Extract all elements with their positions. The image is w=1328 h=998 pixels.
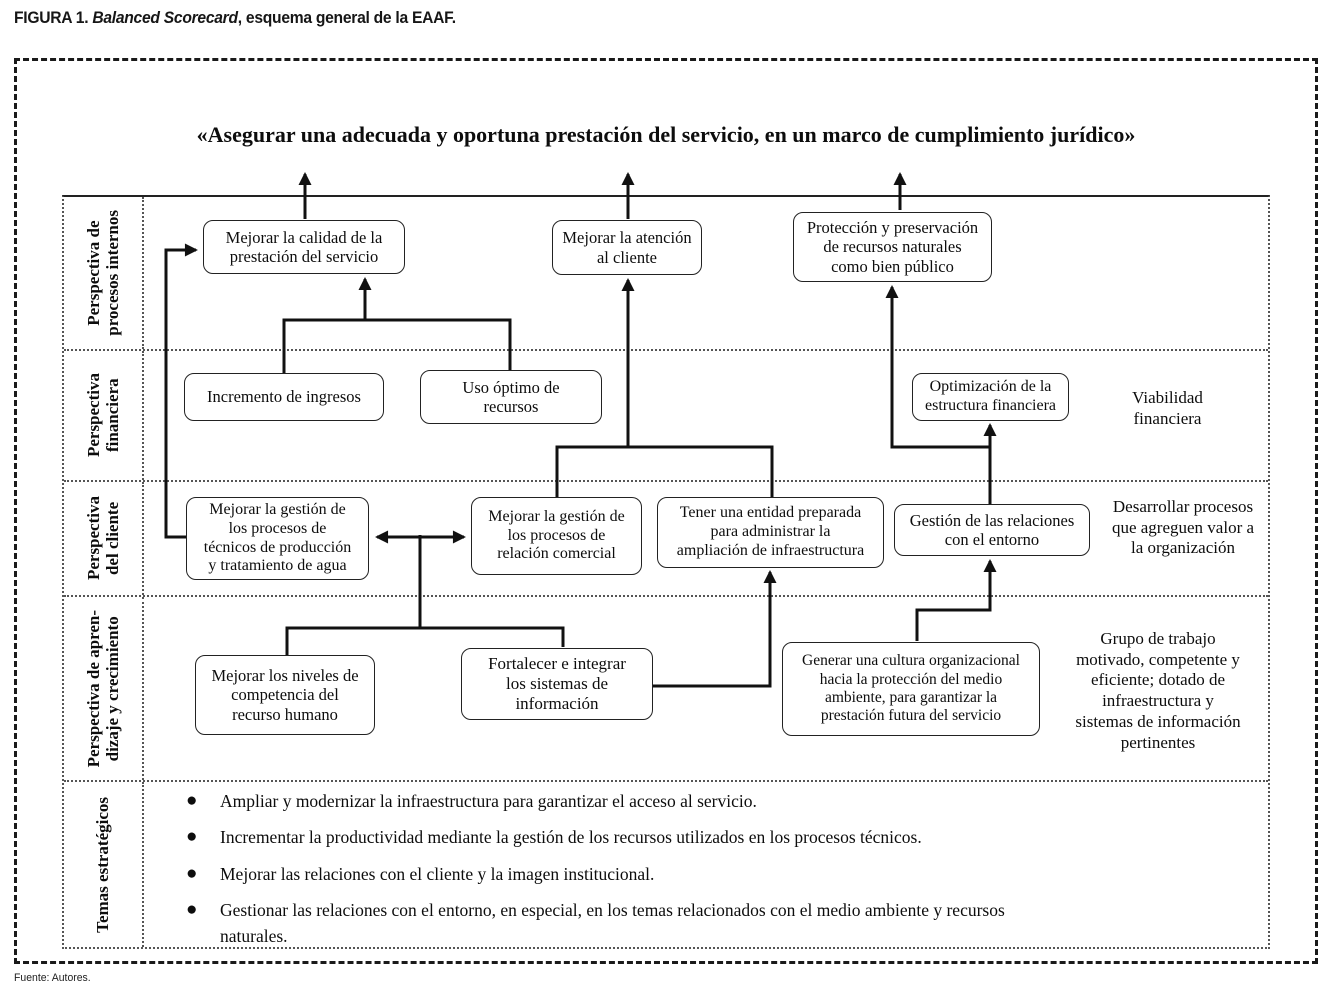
node-sistemas-informacion: Fortalecer e integrar los sistemas de in… [461, 648, 653, 720]
bullet-icon: ● [186, 790, 198, 811]
source-note: Fuente: Autores. [14, 972, 91, 984]
caption-title-italic: Balanced Scorecard [92, 8, 238, 27]
tema-text: Ampliar y modernizar la infraestructura … [220, 791, 757, 811]
caption-prefix: FIGURA 1. [14, 8, 93, 27]
row-financiera: Perspectiva financiera [64, 349, 1268, 480]
node-entidad-preparada: Tener una entidad preparada para adminis… [657, 497, 884, 568]
node-incremento-ingresos: Incremento de ingresos [184, 373, 384, 421]
row-label-cell: Perspectiva de apren- dizaje y crecimien… [64, 597, 144, 780]
dashed-frame [14, 58, 1318, 964]
row-label-cell: Perspectiva del cliente [64, 482, 144, 595]
tema-text: Mejorar las relaciones con el cliente y … [220, 863, 655, 884]
bullet-icon: ● [186, 862, 198, 884]
row-label-temas: Temas estratégicos [93, 796, 113, 933]
list-item: ● Incrementar la productividad mediante l… [172, 825, 1232, 850]
node-niveles-competencia: Mejorar los niveles de competencia del r… [195, 655, 375, 735]
row-label-cell: Perspectiva financiera [64, 351, 144, 480]
node-gestion-comercial: Mejorar la gestión de los procesos de re… [471, 497, 642, 575]
list-item: ● Mejorar las relaciones con el cliente y… [172, 862, 1232, 887]
figure-caption: FIGURA 1. Balanced Scorecard, esquema ge… [14, 8, 456, 28]
row-procesos-internos: Perspectiva de procesos internos [64, 197, 1268, 349]
row-label-cell: Perspectiva de procesos internos [64, 197, 144, 349]
node-optimizacion-financiera: Optimización de la estructura financiera [912, 373, 1069, 421]
list-item: ● Gestionar las relaciones con el entorno… [172, 898, 1232, 949]
tema-text: Incrementar la productividad mediante la… [220, 827, 922, 848]
tema-text: Gestionar las relaciones con el entorno,… [220, 900, 1005, 946]
vision-statement: «Asegurar una adecuada y oportuna presta… [196, 122, 1136, 147]
node-uso-optimo: Uso óptimo de recursos [420, 370, 602, 424]
annotation-grupo-trabajo: Grupo de trabajo motivado, competente y … [1075, 629, 1241, 752]
row-label-financiera: Perspectiva financiera [83, 373, 122, 458]
node-proteccion-recursos: Protección y preservación de recursos na… [793, 212, 992, 282]
row-label-cell: Temas estratégicos [64, 782, 144, 947]
node-gestion-entorno: Gestión de las relaciones con el entorno [894, 504, 1090, 556]
row-temas: Temas estratégicos [64, 780, 1268, 947]
row-label-procesos-internos: Perspectiva de procesos internos [83, 210, 122, 336]
node-mejorar-atencion: Mejorar la atención al cliente [552, 220, 702, 275]
node-mejorar-calidad: Mejorar la calidad de la prestación del … [203, 220, 405, 274]
list-item: ● Ampliar y modernizar la infraestructura… [172, 789, 1232, 814]
row-label-cliente: Perspectiva del cliente [83, 496, 122, 581]
node-gestion-tecnicos: Mejorar la gestión de los procesos de té… [186, 497, 369, 580]
annotation-desarrollar-procesos: Desarrollar procesos que agreguen valor … [1111, 497, 1255, 558]
bullet-icon: ● [186, 826, 198, 848]
strategic-themes-list: ● Ampliar y modernizar la infraestructura… [172, 789, 1232, 960]
row-label-aprendizaje: Perspectiva de apren- dizaje y crecimien… [83, 609, 122, 768]
node-cultura-organizacional: Generar una cultura organizacional hacia… [782, 642, 1040, 736]
caption-rest: , esquema general de la EAAF. [237, 8, 456, 27]
annotation-viabilidad: Viabilidad financiera [1132, 388, 1203, 428]
bullet-icon: ● [186, 899, 198, 921]
